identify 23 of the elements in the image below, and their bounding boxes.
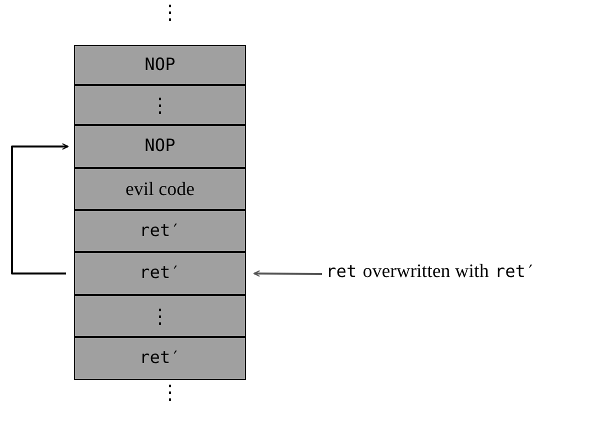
- stack-slot: [74, 295, 246, 337]
- stack-slot: [74, 85, 246, 125]
- ellipsis: ⋮: [150, 306, 170, 326]
- jump-arrow: [11, 143, 69, 274]
- cell-text: ret′: [140, 222, 180, 240]
- ellipsis: ⋮: [160, 2, 180, 22]
- annotation-text: overwritten with: [362, 262, 489, 281]
- stack-slot: [74, 337, 246, 380]
- stack-slot: [74, 45, 246, 85]
- code-text: ret: [326, 264, 357, 281]
- cell-text: ret′: [140, 265, 180, 282]
- code-text: ret′: [494, 264, 536, 281]
- cell-text: NOP: [144, 138, 176, 155]
- ellipsis: ⋮: [160, 382, 180, 402]
- stack-slot: [74, 252, 246, 295]
- stack-slot: [74, 210, 246, 252]
- stack-slot: [74, 168, 246, 210]
- arrow: [253, 270, 322, 277]
- ellipsis: ⋮: [150, 95, 170, 115]
- cell-text: evil code: [125, 180, 195, 198]
- cell-text: NOP: [144, 56, 176, 74]
- stack-slot: [74, 125, 246, 168]
- cell-text: ret′: [140, 350, 180, 367]
